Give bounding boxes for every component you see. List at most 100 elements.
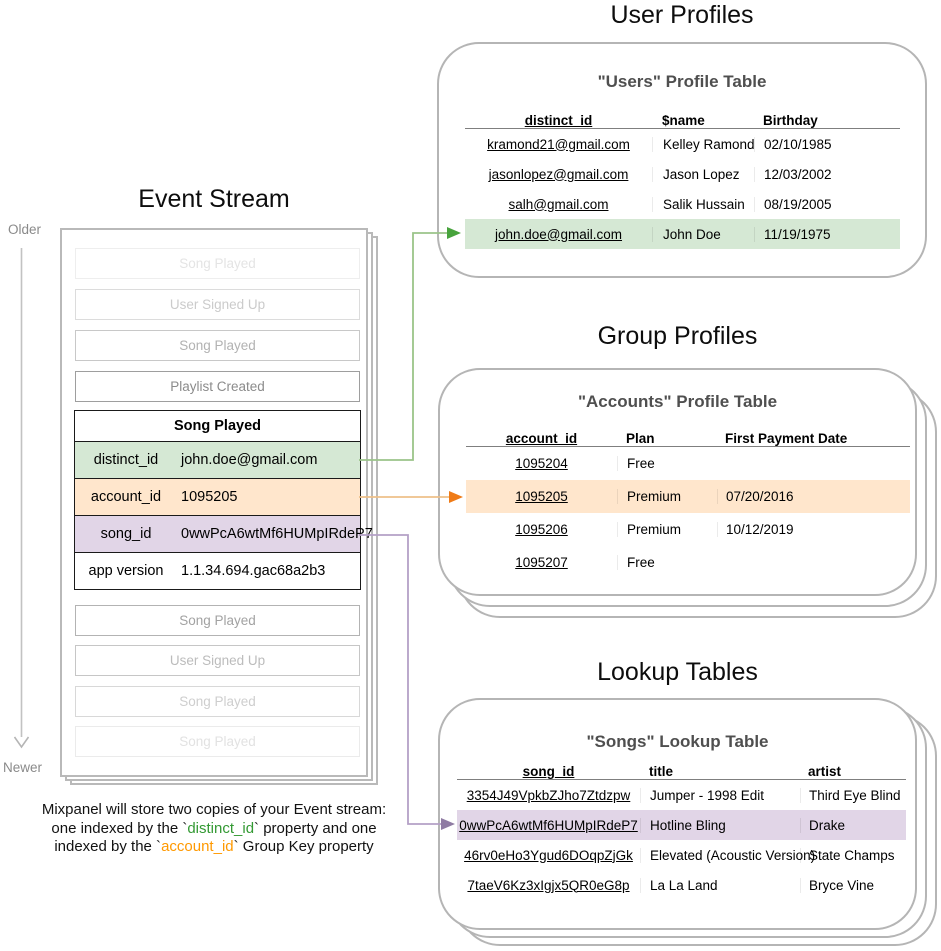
users-row-3-highlighted: john.doe@gmail.com John Doe 11/19/1975 [465, 219, 900, 249]
property-value: 1095205 [181, 489, 238, 505]
column-header-first-payment-date: First Payment Date [725, 431, 848, 446]
caption-text: ` Group Key property [233, 838, 374, 855]
event-box-user-signed-up-2: User Signed Up [75, 645, 360, 676]
property-row-account-id: account_id 1095205 [75, 478, 360, 515]
accounts-row-3: 1095207 Free [466, 546, 910, 579]
cell-artist: Third Eye Blind [800, 787, 906, 803]
cell-artist: Drake [800, 817, 906, 833]
cell-plan: Free [617, 456, 717, 471]
cell-name: Jason Lopez [652, 166, 754, 182]
user-profiles-title: User Profiles [610, 1, 754, 29]
users-table: distinct_id $name Birthday kramond21@gma… [465, 106, 900, 249]
property-row-distinct-id: distinct_id john.doe@gmail.com [75, 441, 360, 478]
group-profiles-title: Group Profiles [597, 322, 758, 350]
cell-distinct-id: john.doe@gmail.com [494, 226, 623, 242]
cell-name: Salik Hussain [652, 196, 754, 212]
cell-song-id: 7taeV6Kz3xIgjx5QR0eG8p [467, 877, 630, 893]
property-key: song_id [100, 526, 152, 542]
accounts-table-header: account_id Plan First Payment Date [466, 423, 910, 446]
accounts-table-heading: "Accounts" Profile Table [577, 392, 778, 411]
event-box-song-played-5: Song Played [75, 726, 360, 757]
event-stream-panel: Song Played User Signed Up Song Played P… [60, 228, 373, 777]
property-value: 0wwPcA6wtMf6HUMpIRdeP7 [181, 526, 373, 542]
column-header-birthday: Birthday [763, 113, 818, 128]
users-row-0: kramond21@gmail.com Kelley Ramond 02/10/… [465, 129, 900, 159]
cell-title: Elevated (Acoustic Version) [640, 847, 815, 863]
event-label: Playlist Created [170, 379, 265, 394]
property-key: account_id [90, 489, 162, 505]
lookup-tables-title: Lookup Tables [597, 658, 758, 686]
cell-birthday: 02/10/1985 [754, 136, 900, 152]
event-box-song-played-4: Song Played [75, 686, 360, 717]
column-header-artist: artist [808, 764, 842, 779]
event-label: Song Played [179, 694, 256, 709]
distinct-id-keyword: distinct_id [187, 819, 255, 837]
cell-plan: Free [617, 555, 717, 570]
cell-account-id: 1095207 [515, 555, 568, 570]
column-header-title: title [649, 764, 674, 779]
event-box-song-played-1: Song Played [75, 248, 360, 279]
caption-line-1: Mixpanel will store two copies of your E… [41, 801, 387, 818]
event-label: User Signed Up [169, 297, 266, 312]
column-header-song-id: song_id [522, 764, 575, 779]
caption-text: one indexed by the ` [51, 819, 188, 837]
timeline-arrowhead-icon [13, 736, 30, 749]
cell-song-id: 46rv0eHo3Ygud6DOqpZjGk [464, 847, 633, 863]
users-row-1: jasonlopez@gmail.com Jason Lopez 12/03/2… [465, 159, 900, 189]
property-value: john.doe@gmail.com [181, 452, 318, 468]
expanded-event-title: Song Played [75, 411, 360, 441]
event-box-playlist-created: Playlist Created [75, 371, 360, 402]
cell-account-id: 1095205 [515, 489, 568, 504]
caption-line-3: indexed by the `account_id` Group Key pr… [24, 838, 404, 857]
songs-row-1-highlighted: 0wwPcA6wtMf6HUMpIRdeP7 Hotline Bling Dra… [457, 810, 906, 840]
cell-song-id: 3354J49VpkbZJho7Ztdzpw [466, 787, 631, 803]
cell-title: Jumper - 1998 Edit [640, 787, 800, 803]
cell-account-id: 1095206 [515, 522, 568, 537]
event-box-user-signed-up-1: User Signed Up [75, 289, 360, 320]
cell-name: John Doe [652, 226, 754, 242]
cell-title: Hotline Bling [640, 817, 800, 833]
property-key: distinct_id [93, 452, 159, 468]
event-label: Song Played [179, 613, 256, 628]
songs-row-3: 7taeV6Kz3xIgjx5QR0eG8p La La Land Bryce … [457, 870, 906, 900]
songs-table-heading: "Songs" Lookup Table [586, 732, 769, 751]
event-label: Song Played [179, 734, 256, 749]
property-row-app-version: app version 1.1.34.694.gac68a2b3 [75, 552, 360, 589]
cell-distinct-id: kramond21@gmail.com [487, 136, 630, 152]
column-header-plan: Plan [626, 431, 655, 446]
property-key: app version [88, 563, 164, 579]
cell-account-id: 1095204 [515, 456, 568, 471]
property-value: 1.1.34.694.gac68a2b3 [181, 563, 326, 579]
header-rule [466, 446, 910, 447]
accounts-row-0: 1095204 Free [466, 447, 910, 480]
property-row-song-id: song_id 0wwPcA6wtMf6HUMpIRdeP7 [75, 515, 373, 552]
caption-line-2: one indexed by the `distinct_id` propert… [24, 820, 404, 839]
accounts-table: account_id Plan First Payment Date 10952… [466, 423, 910, 579]
cell-distinct-id: jasonlopez@gmail.com [488, 166, 629, 182]
caption-text: indexed by the ` [54, 838, 162, 855]
cell-plan: Premium [617, 489, 717, 504]
users-row-2: salh@gmail.com Salik Hussain 08/19/2005 [465, 189, 900, 219]
songs-table-header: song_id title artist [457, 757, 906, 779]
cell-title: La La Land [640, 877, 800, 893]
event-box-song-played-2: Song Played [75, 330, 360, 361]
column-header-distinct-id: distinct_id [524, 113, 593, 128]
event-label: Song Played [179, 256, 256, 271]
expanded-event-table: Song Played distinct_id john.doe@gmail.c… [74, 410, 373, 590]
header-rule [457, 779, 906, 780]
event-label: Song Played [179, 338, 256, 353]
caption: Mixpanel will store two copies of your E… [24, 801, 404, 857]
older-label: Older [8, 222, 42, 237]
cell-name: Kelley Ramond [652, 136, 755, 152]
event-label: User Signed Up [169, 653, 266, 668]
cell-birthday: 12/03/2002 [754, 166, 900, 182]
cell-artist: Bryce Vine [800, 877, 906, 893]
songs-row-0: 3354J49VpkbZJho7Ztdzpw Jumper - 1998 Edi… [457, 780, 906, 810]
songs-row-2: 46rv0eHo3Ygud6DOqpZjGk Elevated (Acousti… [457, 840, 906, 870]
event-stream-title: Event Stream [138, 185, 290, 213]
column-header-name: $name [662, 113, 705, 128]
cell-plan: Premium [617, 522, 717, 537]
event-box-song-played-3: Song Played [75, 605, 360, 636]
users-table-header: distinct_id $name Birthday [465, 106, 900, 128]
songs-table: song_id title artist 3354J49VpkbZJho7Ztd… [457, 757, 906, 900]
